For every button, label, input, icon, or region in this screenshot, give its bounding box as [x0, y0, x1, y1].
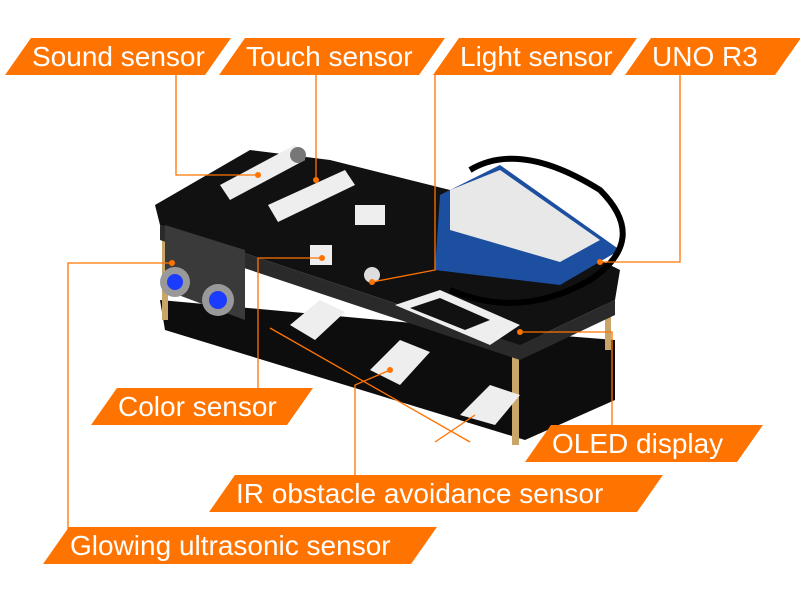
- label-text: Light sensor: [460, 41, 613, 72]
- microphone: [290, 147, 306, 163]
- label-touch-sensor: Touch sensor: [219, 38, 445, 75]
- ir-sensor-2: [370, 340, 430, 385]
- light-sensor-module: [355, 205, 385, 225]
- leader-lines: [67, 75, 681, 530]
- label-ir-sensor: IR obstacle avoidance sensor: [209, 475, 663, 512]
- cables: [448, 155, 626, 306]
- label-text: IR obstacle avoidance sensor: [236, 478, 604, 509]
- label-sound-sensor: Sound sensor: [5, 38, 231, 75]
- shield: [450, 170, 600, 262]
- leader-dots: [169, 172, 603, 373]
- label-ultrasonic-sensor: Glowing ultrasonic sensor: [43, 527, 437, 564]
- label-color-sensor: Color sensor: [91, 388, 313, 425]
- ultrasonic-glow: [167, 274, 183, 290]
- pillar: [605, 300, 611, 350]
- label-text: Color sensor: [118, 391, 277, 422]
- label-text: UNO R3: [652, 41, 758, 72]
- label-text: OLED display: [552, 428, 724, 459]
- label-text: Glowing ultrasonic sensor: [70, 530, 391, 561]
- oled-screen: [410, 298, 490, 330]
- label-oled-display: OLED display: [525, 425, 763, 462]
- ir-sensor-1: [290, 300, 345, 340]
- ultrasonic-glow: [209, 291, 227, 309]
- label-light-sensor: Light sensor: [433, 38, 637, 75]
- touch-sensor-module: [268, 170, 355, 222]
- color-sensor-module: [310, 245, 332, 265]
- sound-sensor-module: [220, 145, 305, 200]
- light-sensor-dome: [364, 267, 380, 283]
- label-uno-r3: UNO R3: [625, 38, 800, 75]
- upper-deck: [155, 150, 620, 345]
- label-text: Touch sensor: [246, 41, 413, 72]
- label-text: Sound sensor: [32, 41, 205, 72]
